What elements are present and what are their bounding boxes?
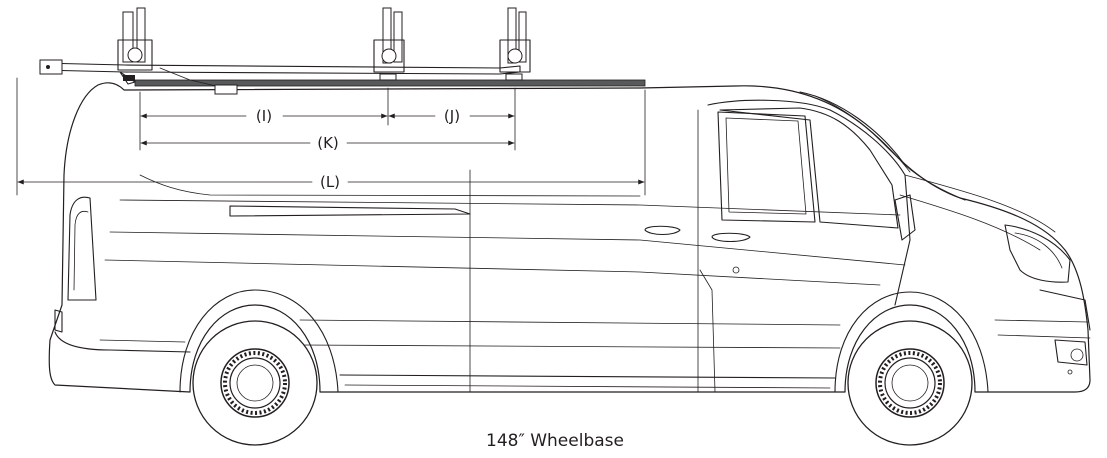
dim-label-i: (I) [256,107,272,125]
rack-clamp-rear [117,7,153,85]
front-wheel [847,320,973,446]
rack-clamp-front [499,7,531,81]
dimension-lines: (I) (J) (K) (L) [16,77,646,196]
ladder-rack [39,7,646,95]
wheelbase-caption: 148″ Wheelbase [486,431,624,451]
dim-label-k: (K) [317,134,339,152]
rear-wheel [192,320,318,446]
van-body [48,82,1091,393]
dim-label-j: (J) [444,107,460,125]
rack-clamp-middle [373,7,405,81]
dim-label-l: (L) [320,173,340,191]
